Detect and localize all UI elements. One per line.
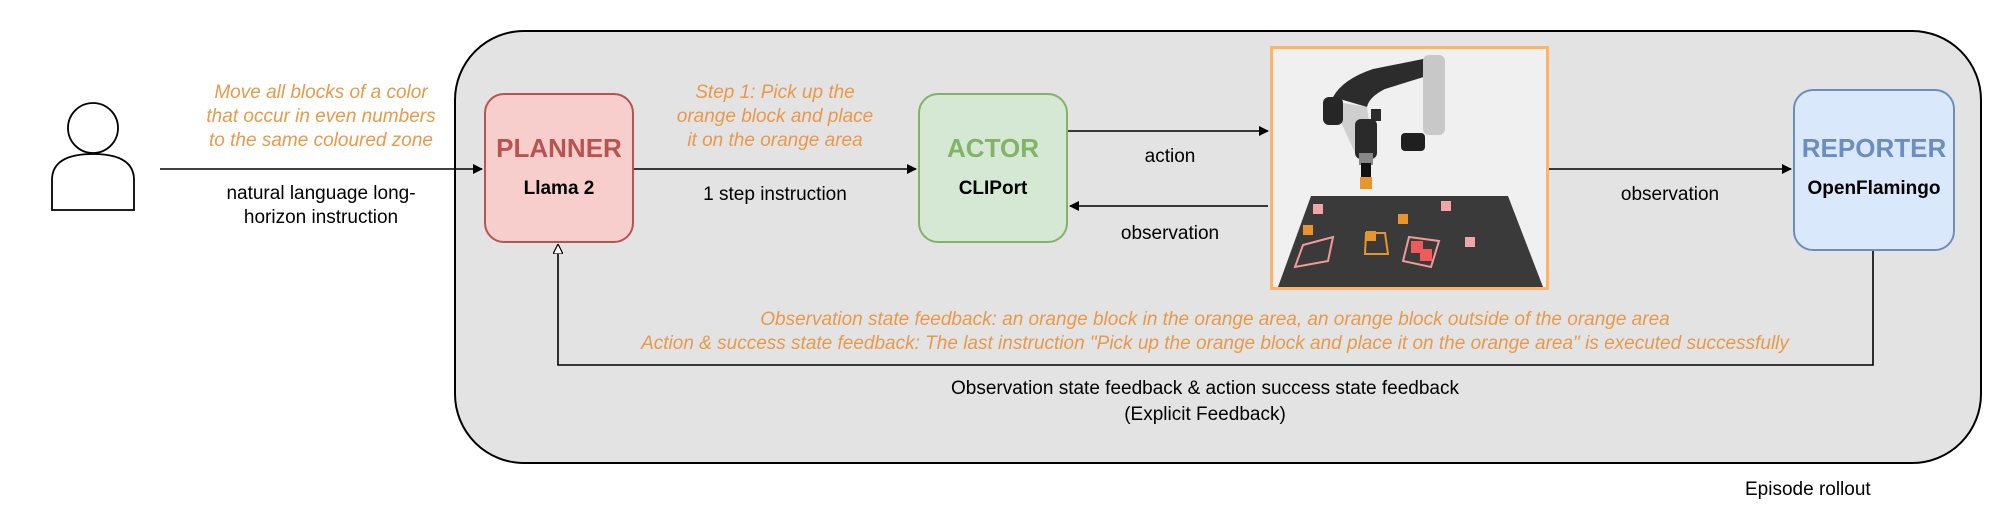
action-label: action: [1144, 146, 1196, 167]
user-instruction-quote-line: that occur in even numbers: [206, 106, 436, 127]
reporter-model: OpenFlamingo: [1807, 178, 1941, 199]
user-instruction-caption: natural language long- horizon instructi…: [168, 182, 474, 230]
actor-title: ACTOR: [947, 133, 1039, 163]
arrow-reporter-to-planner: [558, 245, 1874, 366]
episode-rollout-container: [454, 30, 1982, 464]
actor-model: CLIPort: [958, 178, 1028, 199]
step-instruction-quote-line: orange block and place: [676, 106, 874, 127]
observation-label-env-to-reporter: observation: [1620, 184, 1720, 205]
planner-model: Llama 2: [523, 178, 595, 199]
feedback-caption: Observation state feedback & action succ…: [700, 376, 1710, 428]
episode-rollout-label: Episode rollout: [1745, 479, 1871, 500]
step-instruction-quote-line: Step 1: Pick up the: [695, 82, 855, 103]
user-icon: [51, 102, 135, 211]
environment-scene: [1270, 46, 1549, 290]
user-instruction-caption-line: horizon instruction: [243, 207, 399, 228]
feedback-quote: Observation state feedback: an orange bl…: [560, 308, 1870, 356]
robot-arm-scene-illustration: [1273, 49, 1546, 287]
feedback-caption-line: (Explicit Feedback): [1124, 404, 1286, 425]
planner-box: PLANNER Llama 2: [484, 93, 634, 243]
feedback-caption-line: Observation state feedback & action succ…: [950, 378, 1459, 399]
reporter-title: REPORTER: [1801, 133, 1947, 163]
user-instruction-quote-line: Move all blocks of a color: [214, 82, 428, 103]
user-instruction-quote-line: to the same coloured zone: [209, 130, 433, 151]
planner-title: PLANNER: [496, 133, 622, 163]
user-instruction-caption-line: natural language long-: [226, 183, 416, 204]
step-instruction-caption: 1 step instruction: [703, 184, 847, 205]
step-instruction-quote-line: it on the orange area: [687, 130, 863, 151]
actor-box: ACTOR CLIPort: [918, 93, 1068, 243]
feedback-action-line: Action & success state feedback: The las…: [641, 333, 1789, 354]
step-instruction-quote: Step 1: Pick up the orange block and pla…: [650, 81, 900, 153]
reporter-box: REPORTER OpenFlamingo: [1793, 89, 1955, 251]
user-instruction-quote: Move all blocks of a color that occur in…: [168, 81, 474, 153]
observation-label-env-to-actor: observation: [1120, 223, 1220, 244]
feedback-observation-line: Observation state feedback: an orange bl…: [760, 309, 1670, 330]
